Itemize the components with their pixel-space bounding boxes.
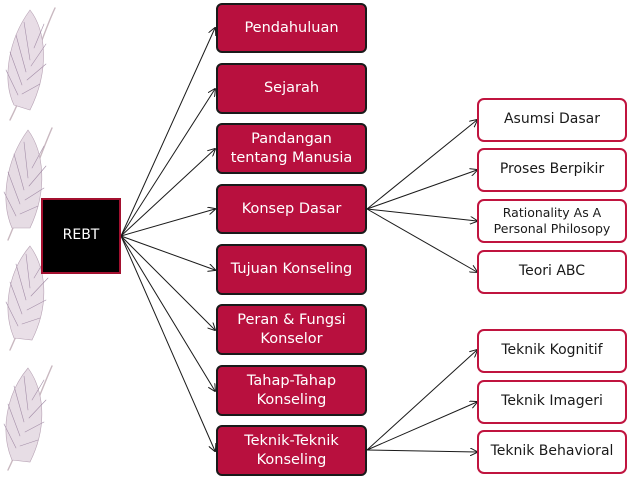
leaf-teknik-behavioral: Teknik Behavioral	[477, 430, 627, 474]
branch-teknik: Teknik-Teknik Konseling	[216, 425, 367, 476]
leaf-proses-berpikir: Proses Berpikir	[477, 148, 627, 192]
root-node: REBT	[41, 198, 121, 274]
branch-label: Teknik-Teknik Konseling	[244, 433, 339, 468]
connector-konsep-rationality	[366, 208, 477, 221]
leaf-rationality: Rationality As A Personal Philosopy	[477, 199, 627, 243]
leaf-label: Teori ABC	[518, 263, 586, 280]
connector-root-peran	[120, 235, 215, 330]
connector-konsep-asumsi	[366, 120, 477, 210]
branch-label: Tujuan Konseling	[230, 261, 353, 278]
connector-root-pandangan	[120, 149, 215, 237]
leaf-label: Proses Berpikir	[499, 161, 605, 178]
leaf-label: Teknik Kognitif	[501, 342, 603, 359]
connector-teknik-kognitif	[366, 350, 477, 451]
leaf-teknik-imageri: Teknik Imageri	[477, 380, 627, 424]
connector-root-konsep	[120, 209, 215, 237]
feather-2	[3, 127, 53, 241]
branch-label: Konsep Dasar	[241, 200, 342, 217]
branch-peran: Peran & Fungsi Konselor	[216, 304, 367, 355]
branch-label: Pandangan tentang Manusia	[230, 131, 353, 166]
leaf-teori-abc: Teori ABC	[477, 250, 627, 294]
connector-konsep-teori	[366, 208, 477, 272]
feather-4	[3, 365, 53, 471]
branch-konsep-dasar: Konsep Dasar	[216, 184, 367, 234]
branch-tahap: Tahap-Tahap Konseling	[216, 365, 367, 416]
branch-label: Tahap-Tahap Konseling	[246, 373, 337, 408]
connector-root-sejarah	[120, 89, 215, 237]
feather-1	[5, 7, 56, 121]
connector-root-tahap	[120, 235, 215, 391]
leaf-asumsi-dasar: Asumsi Dasar	[477, 98, 627, 142]
root-label: REBT	[62, 227, 100, 244]
connector-teknik-behavioral	[366, 450, 477, 452]
leaf-label: Teknik Imageri	[501, 393, 603, 410]
connector-root-tujuan	[120, 235, 215, 270]
branch-label: Pendahuluan	[244, 19, 339, 36]
leaf-label: Rationality As A Personal Philosopy	[493, 205, 611, 236]
branch-label: Sejarah	[263, 80, 320, 97]
leaf-label: Asumsi Dasar	[503, 111, 600, 128]
connector-root-pendahuluan	[120, 28, 215, 237]
connector-konsep-proses	[366, 170, 477, 210]
branch-sejarah: Sejarah	[216, 63, 367, 114]
branch-pendahuluan: Pendahuluan	[216, 3, 367, 53]
connector-teknik-imageri	[366, 402, 477, 451]
branch-pandangan: Pandangan tentang Manusia	[216, 123, 367, 174]
branch-label: Peran & Fungsi Konselor	[237, 312, 346, 347]
leaf-teknik-kognitif: Teknik Kognitif	[477, 329, 627, 373]
leaf-label: Teknik Behavioral	[490, 443, 614, 460]
connector-root-teknik	[120, 235, 215, 451]
branch-tujuan: Tujuan Konseling	[216, 244, 367, 295]
